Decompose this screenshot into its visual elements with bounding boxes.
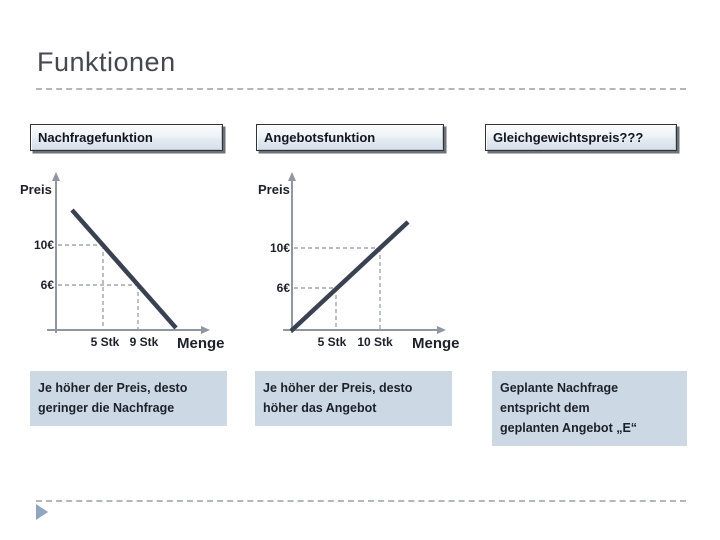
demand-caption-line-2: geringer die Nachfrage xyxy=(38,401,175,415)
title-divider xyxy=(36,88,686,90)
next-slide-arrow-icon[interactable] xyxy=(35,504,49,521)
supply-function-button-label: Angebotsfunktion xyxy=(264,130,376,145)
supply-function-button[interactable]: Angebotsfunktion xyxy=(256,124,444,151)
page-title: Funktionen xyxy=(37,47,176,77)
supply-guide-10eur xyxy=(294,247,381,330)
supply-y-axis-arrow-icon xyxy=(288,172,296,181)
demand-curve xyxy=(70,208,178,330)
demand-caption-line-1: Je höher der Preis, desto xyxy=(38,381,188,395)
equilibrium-caption-line-1: Geplante Nachfrage xyxy=(500,381,619,395)
demand-guide-6eur xyxy=(58,284,139,330)
demand-guide-10eur xyxy=(58,244,104,330)
demand-function-button[interactable]: Nachfragefunktion xyxy=(30,124,223,151)
equilibrium-caption-line-2: entspricht dem xyxy=(500,401,590,415)
supply-x-axis-arrow-icon xyxy=(437,326,446,334)
supply-curve xyxy=(289,220,410,333)
supply-ytick-10: 10€ xyxy=(270,241,290,255)
demand-ytick-6: 6€ xyxy=(41,278,55,292)
supply-ytick-6: 6€ xyxy=(277,281,291,295)
equilibrium-caption: Geplante Nachfrage entspricht dem geplan… xyxy=(492,371,687,446)
equilibrium-price-button-label: Gleichgewichtspreis??? xyxy=(493,130,644,145)
supply-guide-6eur xyxy=(294,287,337,330)
demand-chart: Preis 10€ 6€ 5 Stk 9 Stk Menge xyxy=(20,172,225,352)
supply-caption-line-2: höher das Angebot xyxy=(263,401,377,415)
demand-x-axis-arrow-icon xyxy=(201,326,210,334)
demand-xtick-5: 5 Stk xyxy=(91,335,120,349)
supply-ylabel: Preis xyxy=(258,182,290,197)
demand-xtick-9: 9 Stk xyxy=(130,335,159,349)
supply-xlabel: Menge xyxy=(412,335,460,352)
supply-xtick-10: 10 Stk xyxy=(357,335,393,349)
supply-chart: Preis 10€ 6€ 5 Stk 10 Stk Menge xyxy=(258,172,460,352)
supply-caption-line-1: Je höher der Preis, desto xyxy=(263,381,413,395)
demand-ytick-10: 10€ xyxy=(34,238,54,252)
supply-caption: Je höher der Preis, desto höher das Ange… xyxy=(255,371,452,426)
equilibrium-price-button[interactable]: Gleichgewichtspreis??? xyxy=(485,124,677,151)
demand-ylabel: Preis xyxy=(20,182,52,197)
demand-function-button-label: Nachfragefunktion xyxy=(38,130,153,145)
equilibrium-caption-line-3: geplanten Angebot „E“ xyxy=(500,421,638,435)
demand-y-axis-arrow-icon xyxy=(52,172,60,181)
demand-xlabel: Menge xyxy=(177,335,225,352)
supply-xtick-5: 5 Stk xyxy=(318,335,347,349)
demand-caption: Je höher der Preis, desto geringer die N… xyxy=(30,371,227,426)
footer-divider xyxy=(36,500,686,502)
